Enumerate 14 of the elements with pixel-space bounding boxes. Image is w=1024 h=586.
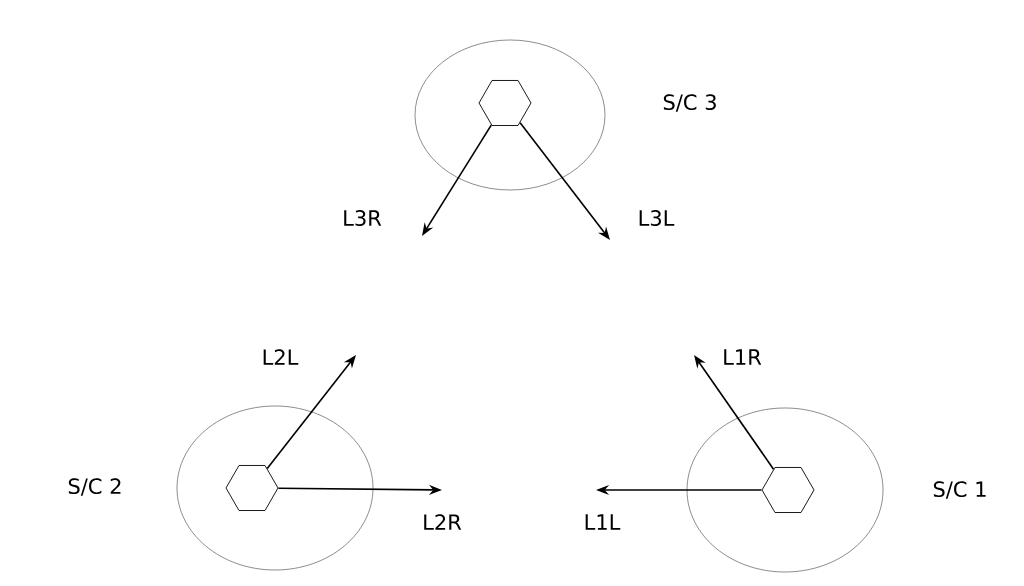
spacecraft-hexagon xyxy=(225,465,279,511)
spacecraft-label: S/C 2 xyxy=(68,478,121,496)
link-label: L1L xyxy=(585,514,621,530)
link-label: L3L xyxy=(639,210,675,226)
spacecraft-label: S/C 3 xyxy=(663,94,716,112)
link-label: L1R xyxy=(724,349,762,365)
link-label: L3R xyxy=(344,210,382,226)
spacecraft-hexagon xyxy=(761,467,815,513)
arrow xyxy=(519,121,610,240)
link-label: L2R xyxy=(424,514,462,530)
spacecraft-label: S/C 1 xyxy=(933,481,986,499)
spacecraft-hexagon xyxy=(478,80,532,126)
arrow xyxy=(266,355,356,470)
link-label: L2L xyxy=(263,349,299,365)
